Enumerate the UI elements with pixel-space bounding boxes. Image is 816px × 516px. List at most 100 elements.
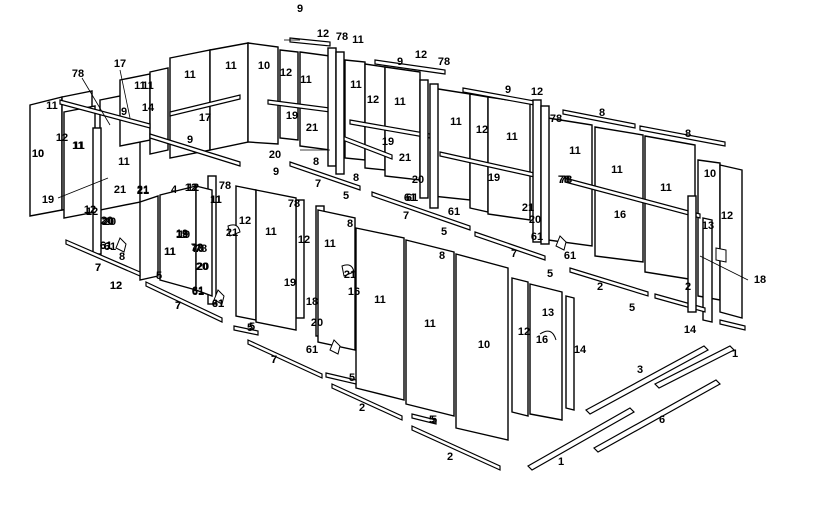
callout-11: 11	[300, 74, 312, 86]
callout-11: 11	[118, 156, 130, 168]
panel-front-12b	[235, 185, 257, 321]
leader-lines	[57, 39, 749, 281]
post-78-c	[419, 79, 429, 199]
bracket-61-d	[555, 235, 567, 251]
callout-7: 7	[271, 354, 277, 366]
callout-78: 78	[288, 198, 300, 210]
callout-20: 20	[269, 149, 281, 161]
callout-11: 11	[210, 194, 222, 206]
callout-11: 11	[350, 79, 362, 91]
callout-21: 21	[137, 185, 149, 197]
callout-2: 2	[685, 281, 691, 293]
panel-front-11b	[195, 185, 213, 298]
callout-1: 1	[558, 456, 564, 468]
callout-9: 9	[505, 84, 511, 96]
panel-front-14	[565, 295, 575, 411]
callout-9: 9	[397, 56, 403, 68]
rail-top-9b	[374, 59, 446, 75]
callout-19: 19	[286, 110, 298, 122]
callout-10: 10	[704, 168, 716, 180]
callout-5: 5	[343, 190, 349, 202]
callout-10: 10	[32, 148, 44, 160]
callout-78: 78	[558, 174, 570, 186]
rail-back-17	[169, 94, 241, 117]
callout-21: 21	[522, 202, 534, 214]
post-78-m	[295, 199, 305, 319]
bracket-21-b	[227, 224, 241, 237]
callout-12: 12	[531, 86, 543, 98]
callout-12: 12	[187, 182, 199, 194]
callout-10: 10	[478, 339, 490, 351]
callout-12: 12	[317, 28, 329, 40]
callout-78: 78	[219, 180, 231, 192]
callout-6: 6	[659, 414, 665, 426]
callout-61: 61	[100, 240, 112, 252]
callout-12: 12	[476, 124, 488, 136]
rail-bottom-5c	[411, 413, 437, 425]
callout-78: 78	[560, 174, 572, 186]
callout-61: 61	[564, 250, 576, 262]
callout-12: 12	[415, 49, 427, 61]
callout-11: 11	[394, 96, 406, 108]
callout-3: 3	[637, 364, 643, 376]
callout-78: 78	[438, 56, 450, 68]
rail-mid-2c	[719, 319, 746, 331]
callout-11: 11	[450, 116, 462, 128]
panel-back-12c	[469, 93, 489, 213]
callout-5: 5	[247, 322, 253, 334]
post-78-e	[540, 105, 550, 245]
callout-8: 8	[313, 156, 319, 168]
callout-10: 10	[32, 148, 44, 160]
rail-back-9b	[149, 133, 241, 167]
callout-11: 11	[73, 140, 85, 152]
bottom-rails	[65, 239, 736, 471]
callout-9: 9	[297, 3, 303, 15]
rail-bottom-5a	[325, 372, 357, 385]
callout-5: 5	[249, 321, 255, 333]
callout-11: 11	[184, 69, 196, 81]
callout-7: 7	[95, 262, 101, 274]
rail-bottom-2a	[331, 383, 403, 421]
callout-13: 13	[702, 220, 714, 232]
callout-14: 14	[574, 344, 587, 356]
callout-11: 11	[424, 318, 436, 330]
panel-front-11e	[355, 227, 405, 401]
callout-12: 12	[110, 280, 122, 292]
callout-14: 14	[684, 324, 697, 336]
callout-19: 19	[176, 228, 188, 240]
post-78-b	[335, 51, 345, 175]
callout-11: 11	[506, 131, 518, 143]
callout-17: 17	[199, 112, 211, 124]
callout-12: 12	[280, 67, 292, 79]
callout-14: 14	[142, 102, 155, 114]
callout-17: 17	[114, 58, 126, 70]
callout-11: 11	[46, 100, 58, 112]
callout-12: 12	[298, 234, 310, 246]
bracket-18	[715, 247, 727, 263]
callout-13: 13	[542, 307, 554, 319]
callout-18: 18	[754, 274, 766, 286]
callout-12: 12	[110, 280, 122, 292]
callout-61: 61	[531, 231, 543, 243]
callout-12: 12	[185, 182, 197, 194]
rail-bottom-1b	[527, 407, 635, 471]
rail-mid-7c	[474, 231, 546, 261]
rail-top-8b	[639, 125, 726, 147]
callout-20: 20	[196, 261, 208, 273]
bracket-16-f	[539, 330, 557, 341]
callout-9: 9	[121, 106, 127, 118]
callout-61: 61	[448, 206, 460, 218]
rail-bottom-3	[585, 345, 709, 415]
callout-19: 19	[178, 229, 190, 241]
callout-7: 7	[95, 262, 101, 274]
callout-1: 1	[732, 348, 738, 360]
callout-2: 2	[359, 402, 365, 414]
callout-20: 20	[311, 317, 323, 329]
panel-right-13	[702, 217, 713, 323]
callout-19: 19	[284, 277, 296, 289]
callout-11: 11	[225, 60, 237, 72]
callout-19: 19	[382, 136, 394, 148]
callout-61: 61	[192, 285, 204, 297]
callout-11: 11	[134, 80, 146, 92]
